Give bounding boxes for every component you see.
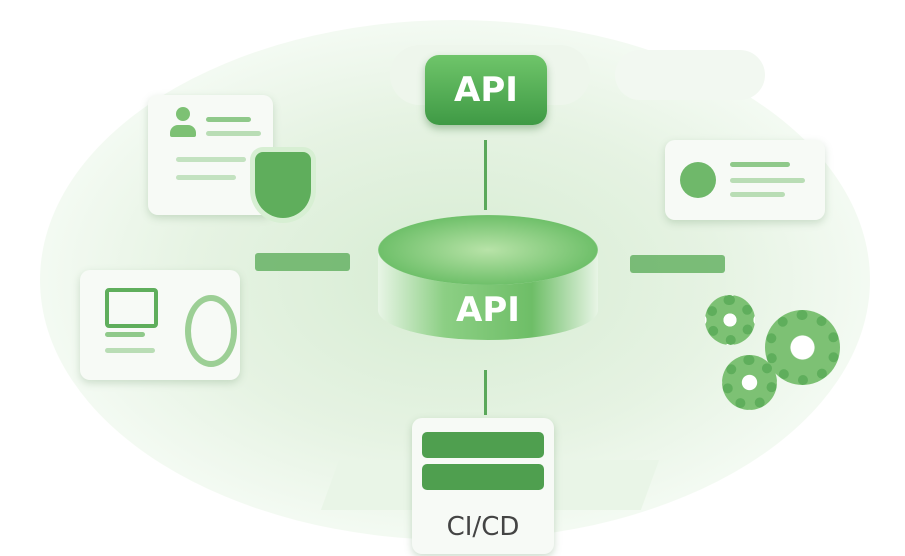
document-icon xyxy=(80,270,240,380)
api-top-node: API xyxy=(425,55,547,125)
gear-icon xyxy=(705,295,755,345)
cloud-icon xyxy=(615,50,765,100)
database-top xyxy=(378,215,598,285)
arrow-up xyxy=(484,140,487,210)
shield-icon xyxy=(255,152,311,218)
server-icon: CI/CD xyxy=(412,418,554,554)
user-profile-card-icon xyxy=(148,95,273,215)
chat-bubble-icon xyxy=(665,140,825,220)
arrow-up xyxy=(484,370,487,415)
api-center-label: API xyxy=(456,290,520,330)
api-top-label: API xyxy=(454,70,518,110)
cicd-label: CI/CD xyxy=(446,512,520,542)
connector-tag xyxy=(255,253,350,271)
connector-tag xyxy=(630,255,725,273)
gear-icon xyxy=(722,355,777,410)
gear-icon xyxy=(765,310,840,385)
